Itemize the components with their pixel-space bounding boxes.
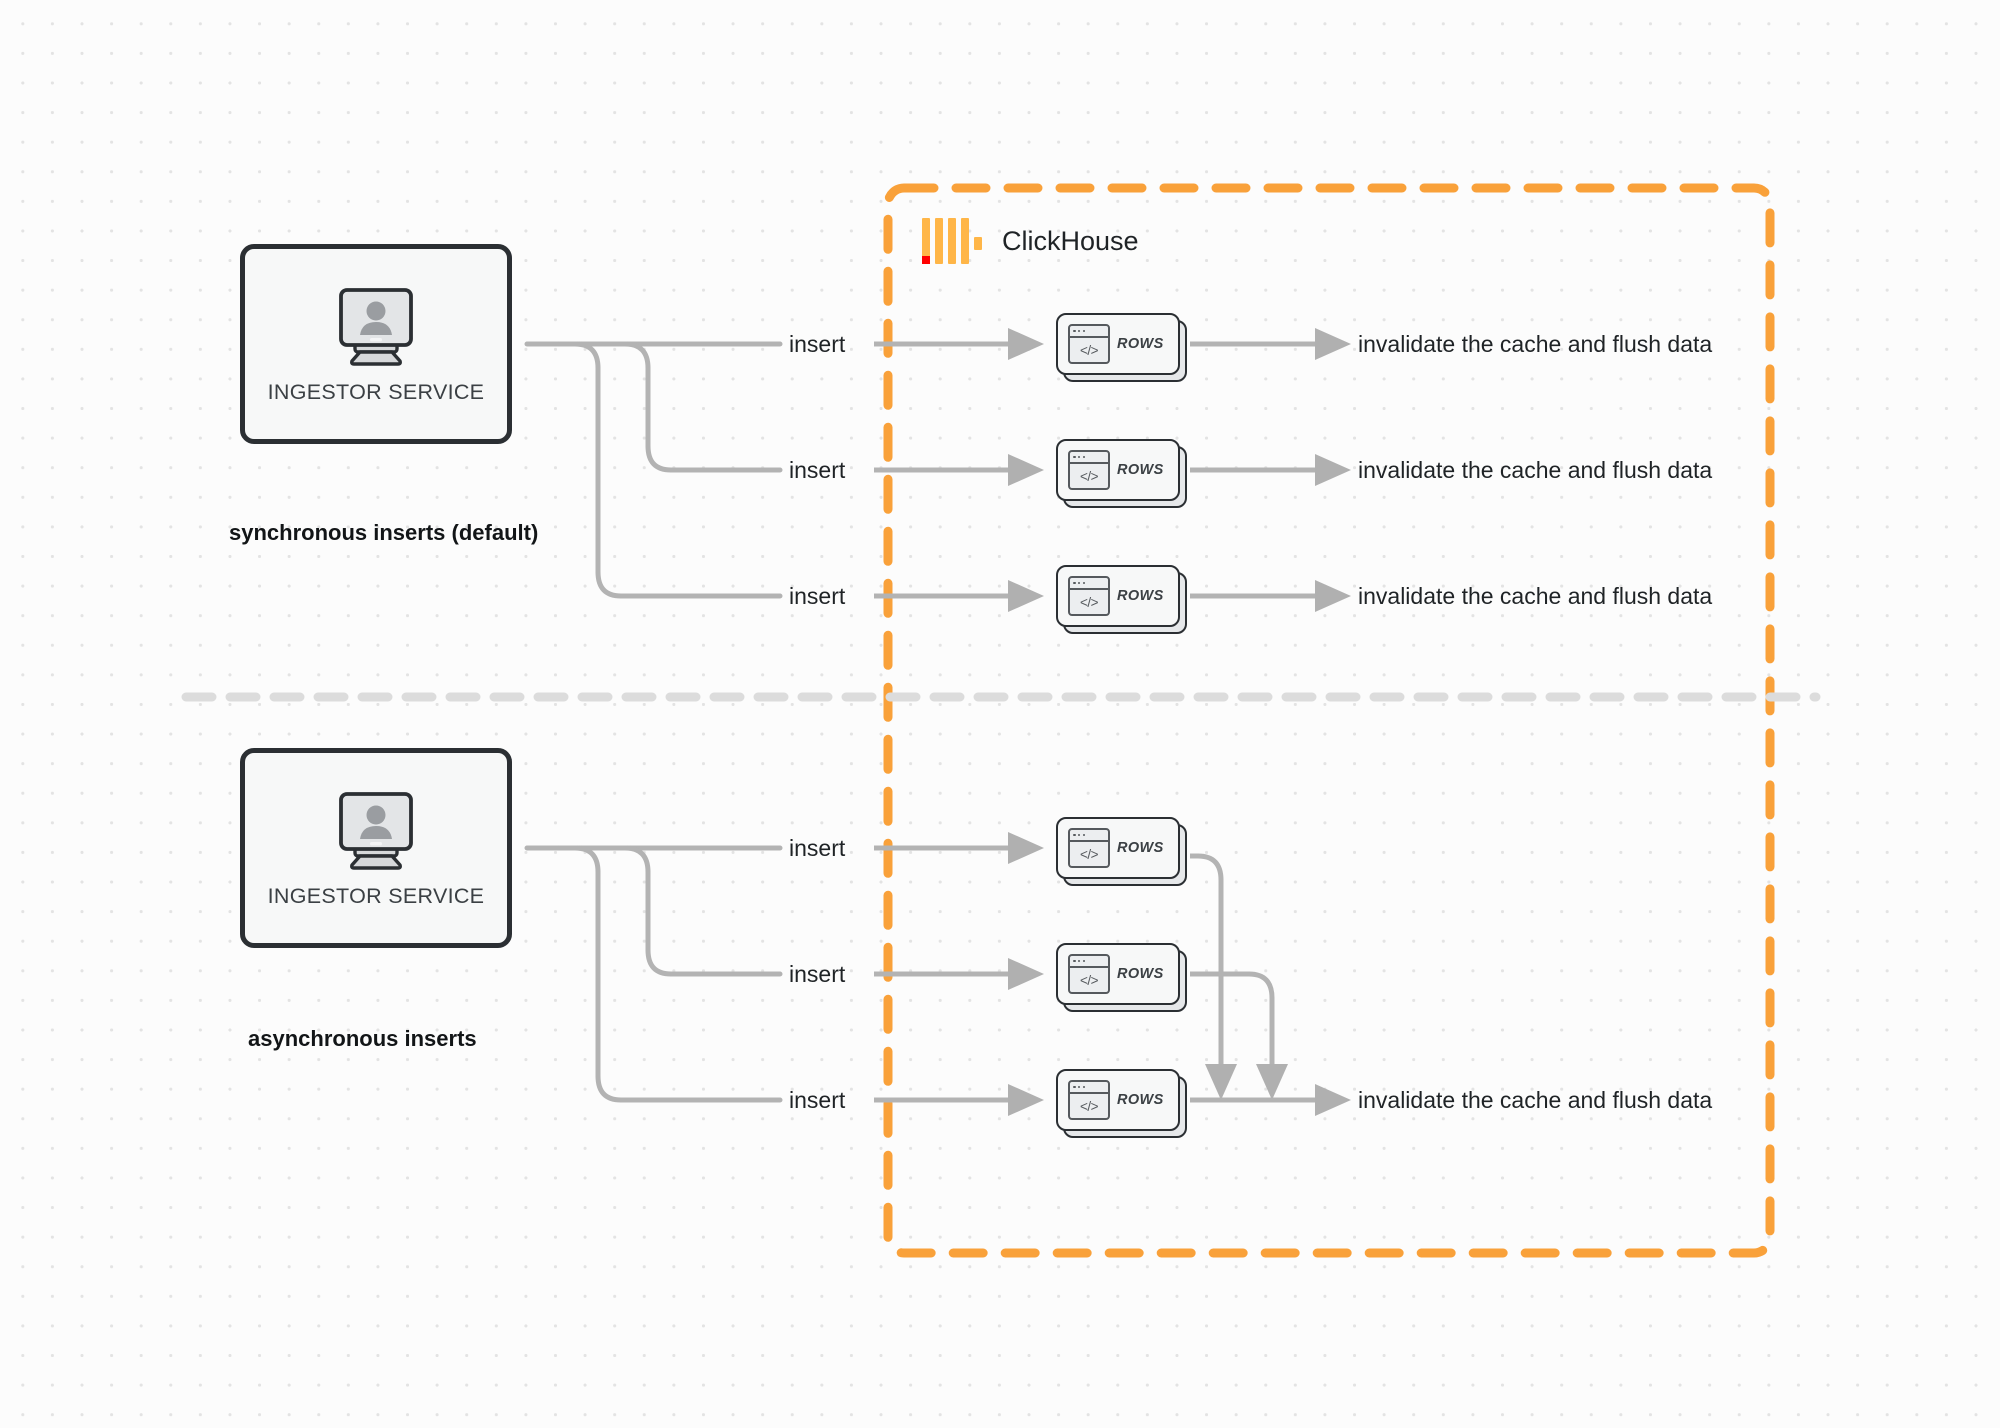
edge-label-insert-sync-1: insert — [789, 331, 846, 357]
card-front: </> ROWS — [1056, 565, 1180, 627]
rows-label: ROWS — [1117, 336, 1164, 352]
section-caption-synchronous: synchronous inserts (default) — [229, 520, 539, 545]
ingestor-service-async[interactable]: INGESTOR SERVICE — [240, 748, 512, 948]
ingestor-service-label-async: INGESTOR SERVICE — [267, 883, 485, 908]
result-label-sync-3: invalidate the cache and flush data — [1358, 583, 1713, 609]
edge-merge-async-2 — [1190, 971, 1289, 1101]
code-window-icon: </> — [1068, 324, 1110, 364]
edge-label-insert-async-1: insert — [789, 835, 846, 861]
ingestor-service-sync[interactable]: INGESTOR SERVICE — [240, 244, 512, 444]
edge-label-insert-async-2: insert — [789, 961, 846, 987]
edge-label-insert-sync-3: insert — [789, 583, 846, 609]
card-front: </> ROWS — [1056, 439, 1180, 501]
code-window-icon: </> — [1068, 576, 1110, 616]
card-front: </> ROWS — [1056, 817, 1180, 879]
section-caption-asynchronous: asynchronous inserts — [248, 1026, 477, 1051]
edge-label-insert-async-3: insert — [789, 1087, 846, 1113]
rows-card-async-2[interactable]: </> ROWS — [1056, 943, 1187, 1012]
card-front: </> ROWS — [1056, 1069, 1180, 1131]
rows-card-async-3[interactable]: </> ROWS — [1056, 1069, 1187, 1138]
rows-label: ROWS — [1117, 588, 1164, 604]
clickhouse-label: ClickHouse — [1002, 225, 1139, 256]
ingestor-service-label-sync: INGESTOR SERVICE — [267, 379, 485, 404]
rows-label: ROWS — [1117, 1092, 1164, 1108]
monitor-user-icon — [339, 287, 413, 366]
rows-card-sync-3[interactable]: </> ROWS — [1056, 565, 1187, 634]
rows-card-async-1[interactable]: </> ROWS — [1056, 817, 1187, 886]
result-label-sync-2: invalidate the cache and flush data — [1358, 457, 1713, 483]
result-label-sync-1: invalidate the cache and flush data — [1358, 331, 1713, 357]
code-window-icon: </> — [1068, 1080, 1110, 1120]
clickhouse-brand: ClickHouse — [922, 218, 1139, 264]
rows-card-sync-2[interactable]: </> ROWS — [1056, 439, 1187, 508]
rows-label: ROWS — [1117, 840, 1164, 856]
code-window-icon: </> — [1068, 828, 1110, 868]
code-window-icon: </> — [1068, 450, 1110, 490]
edge-label-insert-sync-2: insert — [789, 457, 846, 483]
monitor-user-icon — [339, 791, 413, 870]
card-front: </> ROWS — [1056, 943, 1180, 1005]
clickhouse-logo-icon — [922, 218, 982, 264]
code-window-icon: </> — [1068, 954, 1110, 994]
result-label-async-merged: invalidate the cache and flush data — [1358, 1087, 1713, 1113]
rows-label: ROWS — [1117, 462, 1164, 478]
rows-card-sync-1[interactable]: </> ROWS — [1056, 313, 1187, 382]
edge-merge-async-1 — [1190, 853, 1238, 1101]
rows-label: ROWS — [1117, 966, 1164, 982]
card-front: </> ROWS — [1056, 313, 1180, 375]
